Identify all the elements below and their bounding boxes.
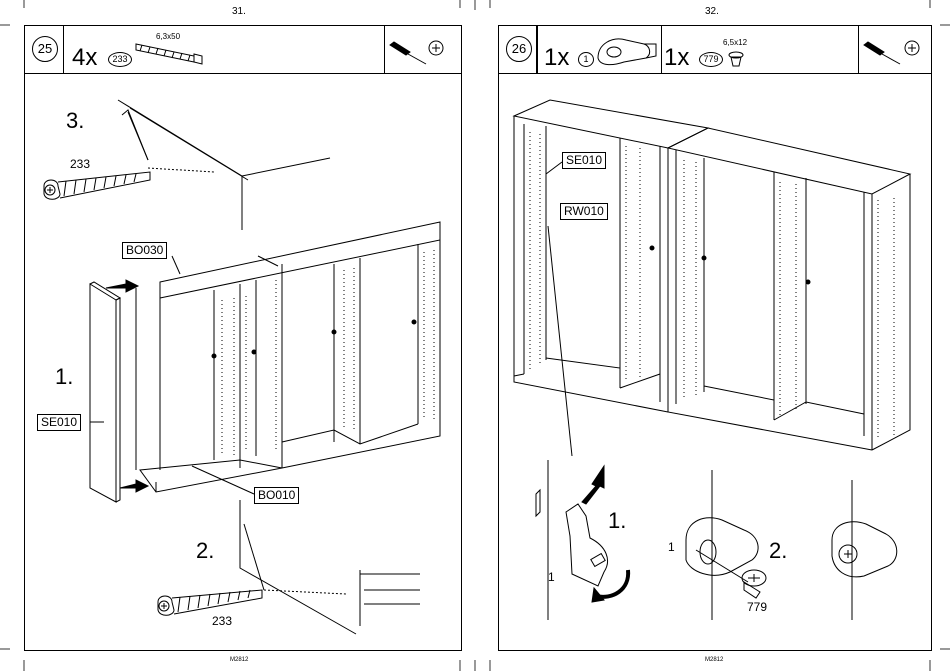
right-camlock-detail-final: [832, 480, 897, 620]
left-insert-arrow-bottom: [120, 480, 148, 492]
right-phillips-icon: [905, 41, 919, 55]
right-screw-779-detail: [742, 570, 766, 598]
left-screw-233-bottom: [158, 590, 262, 615]
right-screwdriver-icon: [864, 42, 900, 64]
left-screw-233-top: [44, 172, 150, 199]
right-wardrobe-drawing: [514, 100, 910, 456]
right-header-screw-779-icon: [729, 52, 743, 66]
left-screwdriver-icon: [390, 42, 426, 64]
left-insert-arrow-top: [106, 280, 138, 292]
right-camlock-detail-2: [686, 470, 758, 620]
left-side-panel-se010: [90, 282, 120, 502]
left-cabinet-drawing: [136, 222, 440, 494]
right-arrow-up-icon: [582, 466, 604, 504]
right-header-camlock-icon: [598, 39, 656, 65]
left-header-screw-icon: [136, 44, 202, 64]
left-phillips-icon: [429, 41, 443, 55]
left-top-corner-detail: [118, 100, 330, 230]
left-bottom-corner-detail: [240, 500, 420, 634]
